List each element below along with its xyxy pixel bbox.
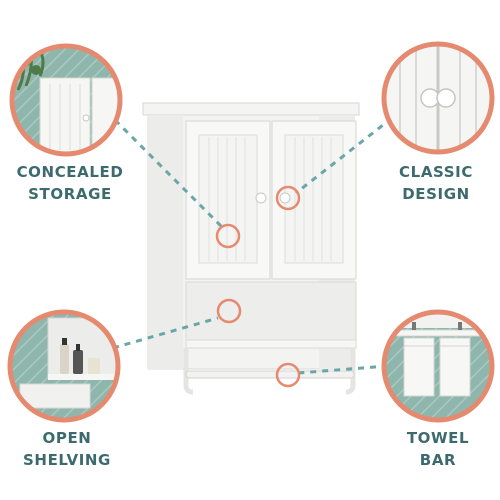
feature-label-line: SHELVING	[23, 451, 111, 469]
feature-label-line: OPEN	[42, 429, 92, 447]
cabinet-left-door	[185, 120, 271, 280]
feature-label-line: DESIGN	[402, 185, 470, 203]
callout-rings	[215, 185, 301, 388]
open-shelf	[185, 281, 357, 349]
feature-label-classic-design: CLASSIC DESIGN	[371, 161, 500, 205]
detail-classic-design	[384, 44, 492, 152]
feature-label-open-shelving: OPEN SHELVING	[2, 427, 132, 471]
feature-label-concealed-storage: CONCEALED STORAGE	[5, 161, 135, 205]
feature-label-line: CONCEALED	[16, 163, 124, 181]
detail-concealed-storage	[12, 46, 120, 154]
feature-label-line: CLASSIC	[399, 163, 473, 181]
feature-label-line: BAR	[419, 451, 457, 469]
wall-cabinet	[142, 102, 360, 395]
leader-lines	[112, 116, 393, 375]
detail-towel-bar	[384, 312, 492, 420]
feature-label-line: STORAGE	[28, 185, 112, 203]
cabinet-right-door	[271, 120, 357, 280]
feature-label-towel-bar: TOWEL BAR	[373, 427, 500, 471]
feature-label-line: TOWEL	[406, 429, 470, 447]
